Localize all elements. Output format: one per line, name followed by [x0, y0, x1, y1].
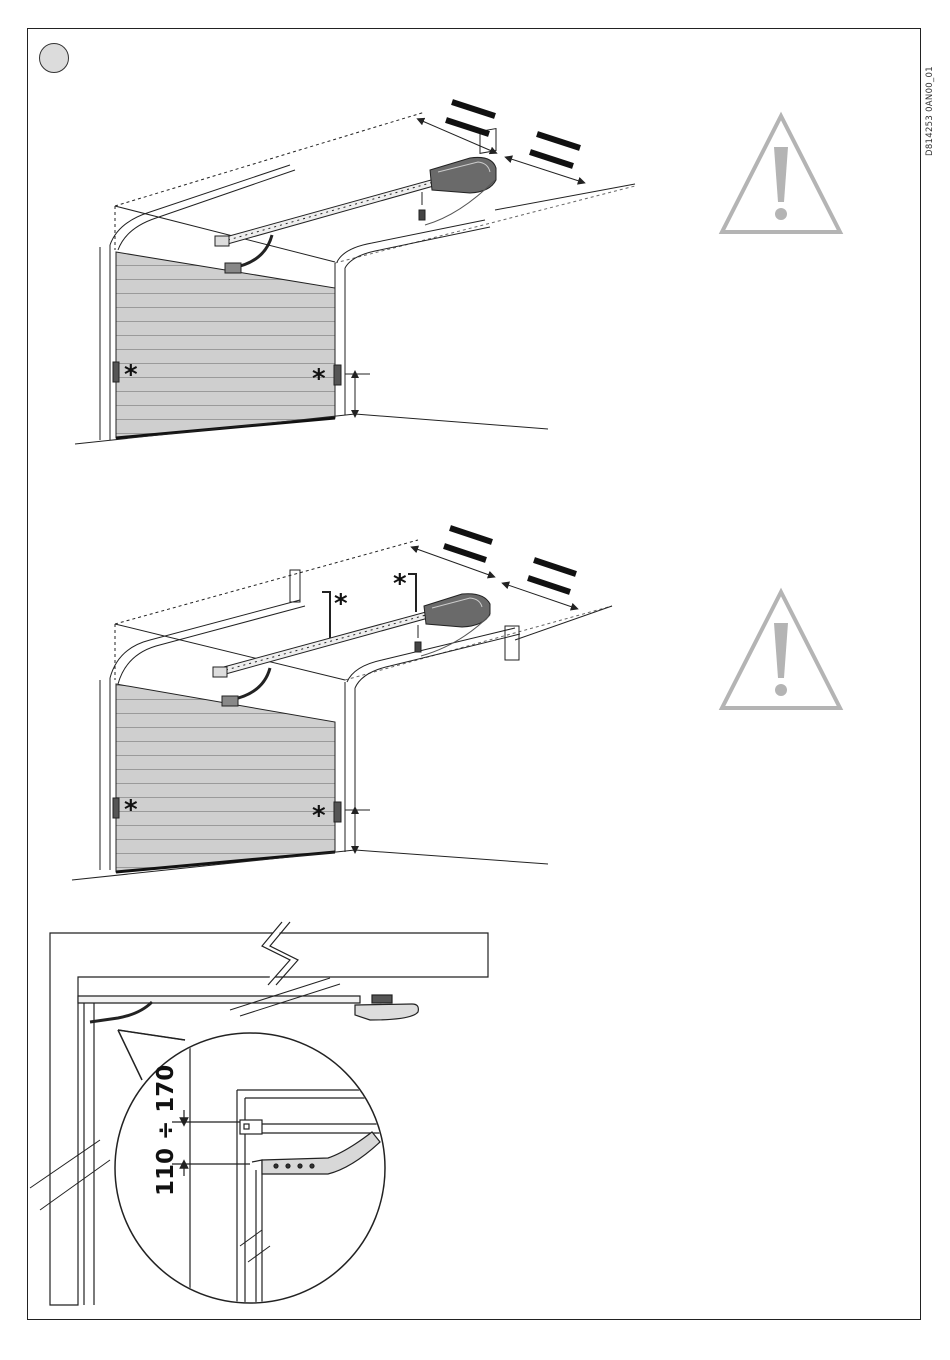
mark-symbol: * — [312, 364, 326, 394]
mounting-height-label: 110 ÷ 170 — [153, 1065, 179, 1196]
mark-symbol: * — [124, 795, 138, 825]
mark-symbol: * — [334, 589, 348, 619]
mark-symbol: * — [393, 569, 407, 599]
warning-triangle-icon — [722, 116, 840, 232]
section-view — [30, 922, 488, 1310]
parallel-equals-icon — [444, 528, 576, 592]
warning-triangle-icon — [722, 592, 840, 708]
mark-symbol: * — [124, 360, 138, 390]
mark-symbol: * — [312, 801, 326, 831]
parallel-equals-icon — [446, 102, 580, 166]
